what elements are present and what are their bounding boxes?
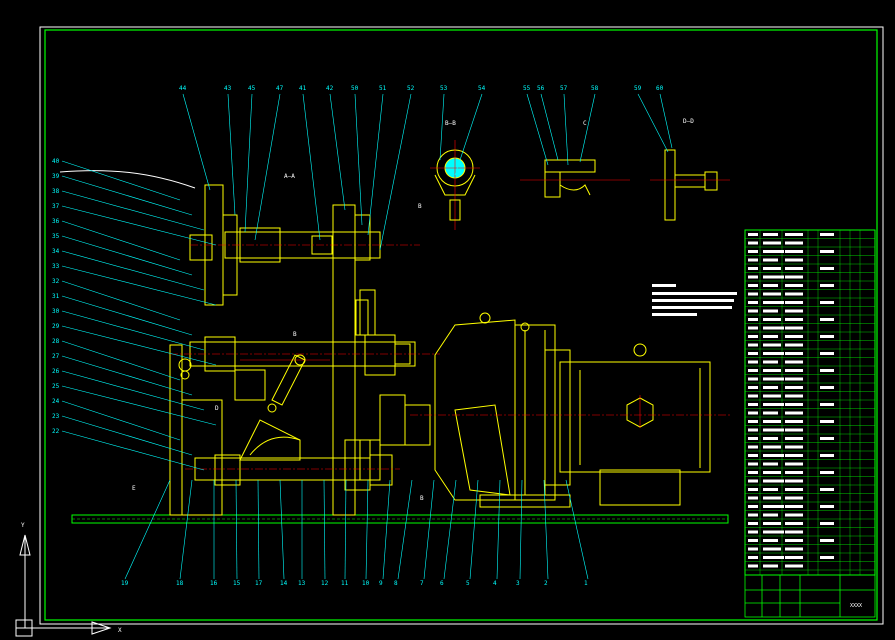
balloon-left-35: 35 <box>52 233 60 240</box>
balloon-bottom-19: 19 <box>121 580 129 587</box>
balloon-top-45: 45 <box>248 85 256 92</box>
balloon-bottom-17: 17 <box>255 580 263 587</box>
balloon-bottom-14: 14 <box>280 580 288 587</box>
ucs-icon <box>15 534 112 637</box>
balloon-top-52: 52 <box>407 85 415 92</box>
title-block-name: XXXX <box>850 603 862 609</box>
balloon-left-30: 30 <box>52 308 60 315</box>
balloon-top-42: 42 <box>326 85 334 92</box>
balloon-left-26: 26 <box>52 368 60 375</box>
detail-b-b <box>430 140 480 230</box>
balloon-top-56: 56 <box>537 85 545 92</box>
balloon-left-34: 34 <box>52 248 60 255</box>
section-label-b: B—B <box>445 120 456 127</box>
ucs-y-label: Y <box>21 522 25 529</box>
speed-reducer <box>434 312 571 508</box>
balloon-left-37: 37 <box>52 203 60 210</box>
balloon-top-47: 47 <box>276 85 284 92</box>
upper-shaft <box>190 227 420 263</box>
marker-b-mid: B <box>293 331 297 338</box>
balloon-left-28: 28 <box>52 338 60 345</box>
balloon-bottom-2: 2 <box>544 580 548 587</box>
leader-lines <box>61 93 673 580</box>
balloon-left-24: 24 <box>52 398 60 405</box>
balloon-bottom-6: 6 <box>440 580 444 587</box>
section-label-d: D—D <box>683 118 694 125</box>
marker-b-low: B <box>420 495 424 502</box>
balloon-bottom-5: 5 <box>466 580 470 587</box>
balloon-bottom-11: 11 <box>341 580 349 587</box>
balloon-top-55: 55 <box>523 85 531 92</box>
balloon-bottom-12: 12 <box>321 580 329 587</box>
title-block <box>744 574 876 618</box>
parts-list-table <box>744 229 876 576</box>
balloon-bottom-1: 1 <box>584 580 588 587</box>
balloon-top-58: 58 <box>591 85 599 92</box>
marker-d: D <box>215 405 219 412</box>
balloon-bottom-15: 15 <box>233 580 241 587</box>
flexible-cable <box>59 170 196 189</box>
balloon-top-51: 51 <box>379 85 387 92</box>
balloon-top-53: 53 <box>440 85 448 92</box>
detail-d-d <box>650 149 730 221</box>
technical-notes <box>652 284 737 316</box>
balloon-bottom-13: 13 <box>298 580 306 587</box>
balloon-bottom-18: 18 <box>176 580 184 587</box>
lower-shaft <box>185 454 400 486</box>
section-label-main: A—A <box>284 173 295 180</box>
outer-frame <box>39 26 884 625</box>
balloon-left-22: 22 <box>52 428 60 435</box>
balloon-bottom-3: 3 <box>516 580 520 587</box>
balloon-bottom-8: 8 <box>394 580 398 587</box>
balloon-top-44: 44 <box>179 85 187 92</box>
gear-train <box>359 289 431 481</box>
balloon-left-23: 23 <box>52 413 60 420</box>
marker-b-top: B <box>418 203 422 210</box>
balloon-bottom-4: 4 <box>493 580 497 587</box>
balloon-top-41: 41 <box>299 85 307 92</box>
section-label-c: C <box>583 120 587 127</box>
balloon-top-59: 59 <box>634 85 642 92</box>
balloon-top-50: 50 <box>351 85 359 92</box>
balloon-top-57: 57 <box>560 85 568 92</box>
inner-frame <box>44 29 878 621</box>
balloon-left-39: 39 <box>52 173 60 180</box>
middle-plate <box>332 204 371 516</box>
linkage-mechanism <box>234 354 306 461</box>
electric-motor <box>410 343 730 506</box>
balloon-left-25: 25 <box>52 383 60 390</box>
balloon-bottom-10: 10 <box>362 580 370 587</box>
balloon-left-29: 29 <box>52 323 60 330</box>
base-plate <box>71 514 729 524</box>
balloon-bottom-16: 16 <box>210 580 218 587</box>
balloon-left-32: 32 <box>52 278 60 285</box>
balloon-left-27: 27 <box>52 353 60 360</box>
detail-c <box>520 159 630 198</box>
balloon-bottom-9: 9 <box>379 580 383 587</box>
balloon-top-60: 60 <box>656 85 664 92</box>
balloon-left-31: 31 <box>52 293 60 300</box>
balloon-left-40: 40 <box>52 158 60 165</box>
middle-shaft <box>170 334 440 376</box>
balloon-top-54: 54 <box>478 85 486 92</box>
balloon-left-38: 38 <box>52 188 60 195</box>
balloon-left-36: 36 <box>52 218 60 225</box>
ucs-x-label: X <box>118 627 122 634</box>
balloon-top-43: 43 <box>224 85 232 92</box>
balloon-bottom-7: 7 <box>420 580 424 587</box>
balloon-left-33: 33 <box>52 263 60 270</box>
detail-label-e: E <box>132 485 136 492</box>
